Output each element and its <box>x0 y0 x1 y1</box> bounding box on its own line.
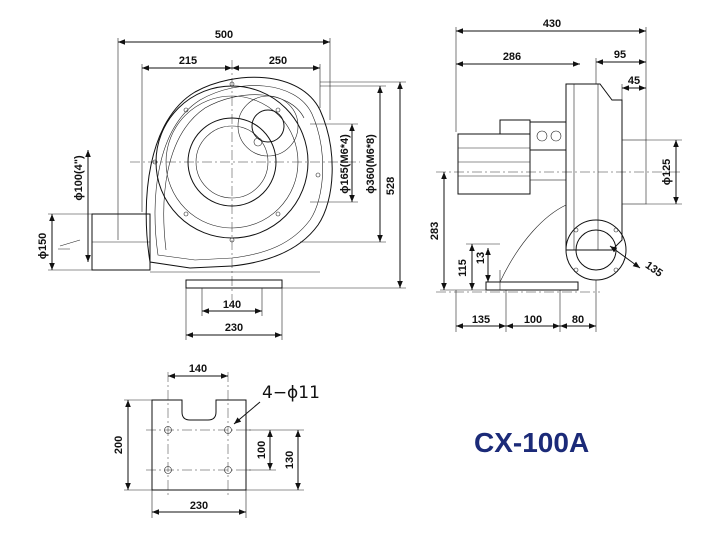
dim-right-width: 250 <box>269 55 287 67</box>
base-plate-view: 4−ϕ11 140 230 200 100 130 <box>113 363 320 518</box>
front-base <box>185 279 283 289</box>
dim-left-width: 215 <box>179 55 197 67</box>
front-view: 500 215 250 140 230 ϕ150 ϕ100(4") ϕ165(M… <box>37 29 406 340</box>
dim-center-height: 283 <box>429 222 441 240</box>
dim-base-left: 135 <box>472 314 490 326</box>
motor-body <box>457 119 567 195</box>
dim-hole-offset-y: 130 <box>284 451 296 469</box>
dim-overall-depth: 430 <box>543 18 561 30</box>
dim-overall-height: 528 <box>385 177 397 195</box>
front-outlet <box>58 213 151 271</box>
dim-inlet-diameter: ϕ100(4") <box>73 155 85 201</box>
front-bolt-holes <box>152 81 321 243</box>
dim-outlet-diameter: ϕ125 <box>661 159 673 186</box>
dim-base-right: 80 <box>572 314 584 326</box>
base-plate-holes <box>164 426 232 474</box>
dim-base-mid: 100 <box>524 314 542 326</box>
dim-plate-width: 230 <box>190 500 208 512</box>
dim-base-width: 230 <box>225 322 243 334</box>
dim-outlet-height: ϕ150 <box>37 233 49 260</box>
dim-motor-length: 286 <box>503 51 521 63</box>
model-name: CX-100A <box>474 427 589 458</box>
dim-foot-height: 115 <box>457 259 469 277</box>
side-housing <box>565 83 647 251</box>
dim-overall-width: 500 <box>215 29 233 41</box>
dim-foot-thickness: 13 <box>475 252 487 264</box>
motor-flange <box>237 95 299 157</box>
inlet-ring-outer <box>155 85 309 239</box>
dim-hole-pitch-x: 140 <box>189 363 207 375</box>
dim-base-pitch: 140 <box>223 299 241 311</box>
dim-bolt-circle-small: ϕ165(M6*4) <box>339 134 351 194</box>
dim-flange-depth: 95 <box>614 49 626 61</box>
blower-housing <box>145 76 333 269</box>
dim-flange-offset: 45 <box>628 75 640 87</box>
dim-plate-height: 200 <box>113 436 125 454</box>
dim-bolt-circle-large: ϕ360(M6*8) <box>365 134 377 194</box>
dim-hole-pitch-y: 100 <box>256 441 268 459</box>
dim-outlet-flange: 135 <box>643 259 665 279</box>
holes-label: 4−ϕ11 <box>262 383 320 403</box>
side-base <box>485 281 579 291</box>
base-plate-outline <box>151 399 247 491</box>
inlet-ring <box>187 117 277 207</box>
side-view: 430 286 95 45 ϕ125 135 283 115 13 135 10… <box>429 18 682 332</box>
